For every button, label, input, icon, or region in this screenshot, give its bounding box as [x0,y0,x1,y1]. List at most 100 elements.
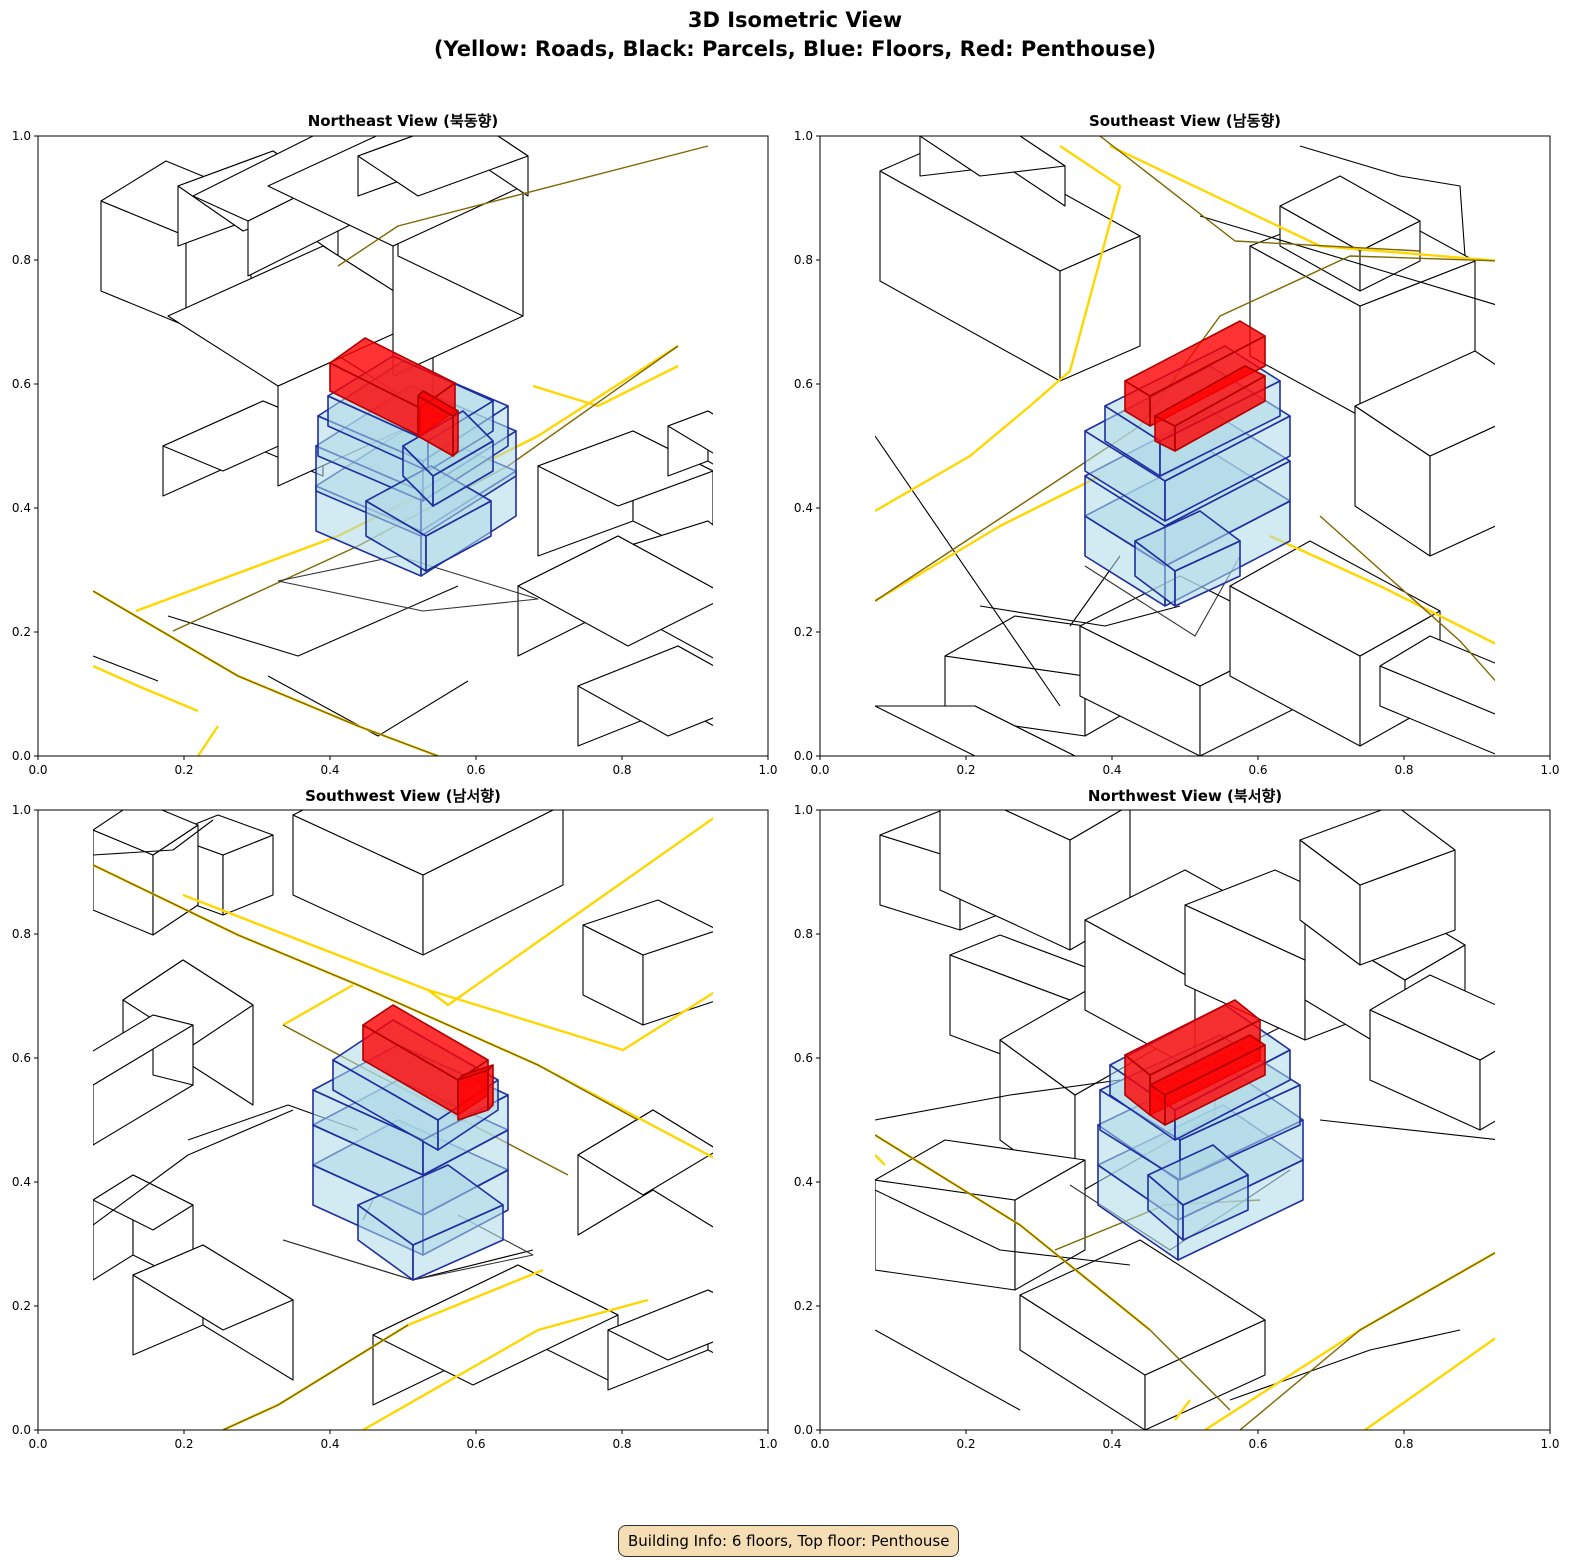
northwest-y-tick-label-2: 0.4 [794,1175,813,1189]
northeast-parcel-block-9-face-b [707,410,713,465]
northeast-parcel-block-6-roof [357,136,529,197]
southwest-penthouse-1-roof [457,1064,494,1081]
northwest-y-tick-label-5: 1.0 [794,803,813,817]
southeast-scene [875,136,1550,756]
southwest-road-edge-0 [93,864,639,1121]
southwest-scene [93,810,713,1430]
northeast-y-tick-label-2: 0.4 [12,501,31,515]
southwest-y-tick-label-1: 0.2 [12,1299,31,1313]
southwest-y-tick-label-3: 0.6 [12,1051,31,1065]
panel-title-southeast: Southeast View (남동향) [1088,112,1282,130]
northwest-y-tick-label-1: 0.2 [794,1299,813,1313]
northwest-penthouse-0-roof [1124,999,1261,1076]
northeast-parcel-block-10-roof [517,535,713,647]
southwest-parcel-block-2-roof [93,810,199,856]
southwest-y-tick-label-4: 0.8 [12,927,31,941]
northeast-road-1 [93,664,199,713]
southwest-road-1 [182,893,713,1052]
southeast-road-2 [875,474,1101,603]
southeast-parcel-line-4 [1299,145,1466,257]
southeast-x-tick-label-0: 0.0 [810,763,829,777]
northwest-y-tick-label-3: 0.6 [794,1051,813,1065]
northwest-x-tick-label-4: 0.8 [1394,1437,1413,1451]
southeast-parcel-block-4-roof [1354,350,1495,457]
southwest-parcel-block-6-roof [132,1244,294,1331]
southwest-x-tick-label-2: 0.4 [320,1437,339,1451]
northwest-x-tick-label-2: 0.4 [1102,1437,1121,1451]
southwest-parcel-block-1-roof [292,810,555,876]
figure-title-line1: 3D Isometric View [687,8,903,32]
northeast-y-tick-label-4: 0.8 [12,253,31,267]
panel-title-northeast: Northeast View (북동향) [307,112,499,130]
northwest-axes-frame [819,809,1551,1431]
northwest-parcel-block-7-roof [1299,810,1456,886]
northeast-road-edge-0 [93,590,439,756]
southwest-y-tick-label-0: 0.0 [12,1423,31,1437]
northwest-road-4 [1174,1399,1191,1421]
northeast-penthouse-0-roof [329,337,456,409]
southwest-parcel-block-4-roof [93,1014,194,1086]
figure-title-line2: (Yellow: Roads, Black: Parcels, Blue: Fl… [433,37,1157,61]
northeast-penthouse-1-roof [417,390,459,417]
northwest-y-tick-label-0: 0.0 [794,1423,813,1437]
southeast-y-tick-label-4: 0.8 [794,253,813,267]
building-info-box: Building Info: 6 floors, Top floor: Pent… [618,1525,960,1557]
southeast-x-tick-label-5: 1.0 [1540,763,1559,777]
southwest-road-2 [282,983,354,1027]
northeast-x-tick-label-3: 0.6 [466,763,485,777]
northeast-x-tick-label-5: 1.0 [758,763,777,777]
southwest-y-tick-label-5: 1.0 [12,803,31,817]
northeast-road-3 [532,364,679,408]
northwest-parcel-block-1-roof [1003,810,1123,841]
southwest-penthouse-1-face-b [487,1064,494,1111]
southeast-floor-4-roof [1134,510,1241,572]
southwest-parcel-block-7-roof [372,1264,619,1386]
northeast-axes-frame [37,135,769,757]
southwest-parcel-block-5-roof [93,1174,194,1231]
northwest-x-tick-label-5: 1.0 [1540,1437,1559,1451]
figure-title: 3D Isometric View (Yellow: Roads, Black:… [0,6,1590,64]
southeast-parcel-block-8-face-a [1379,665,1495,755]
northwest-road-edge-0 [875,1134,1231,1411]
southeast-y-tick-label-2: 0.4 [794,501,813,515]
southwest-parcel-line-3 [93,1109,294,1226]
northeast-x-tick-label-2: 0.4 [320,763,339,777]
southwest-x-tick-label-5: 1.0 [758,1437,777,1451]
northeast-penthouse-1-face-b [452,410,459,457]
southeast-parcel-block-9-roof [875,705,1077,756]
southwest-x-tick-label-4: 0.8 [612,1437,631,1451]
northwest-parcel-block-8-face-b [1479,1050,1495,1131]
southeast-road-edge-2 [1319,515,1495,682]
southeast-parcel-line-3 [1199,215,1495,306]
panel-title-southwest: Southwest View (남서향) [305,787,501,805]
northwest-scene [875,810,1495,1430]
southeast-road-0 [875,145,1122,513]
southeast-axes-frame [819,135,1551,757]
southeast-y-tick-label-5: 1.0 [794,129,813,143]
southwest-axes-frame [37,809,769,1431]
southeast-parcel-line-1 [979,605,1181,627]
southwest-penthouse-0-roof [362,1004,489,1081]
southwest-floor-4-roof [357,1164,504,1246]
southeast-y-tick-label-1: 0.2 [794,625,813,639]
southwest-road-edge-2 [222,1324,409,1430]
southeast-parcel-block-8-face-b [1500,686,1550,756]
southwest-parcel-block-1-face-b [422,810,564,956]
southwest-road-5 [362,1298,649,1430]
northwest-parcel-block-8-roof [1369,974,1495,1061]
southwest-parcel-block-9-face-b [707,1289,713,1354]
southeast-parcel-block-7-roof [1229,540,1441,657]
southwest-x-tick-label-0: 0.0 [28,1437,47,1451]
northeast-site-footprint [277,555,539,612]
southwest-parcel-block-10-roof [582,899,713,956]
northeast-parcel-block-11-roof [577,645,713,737]
northwest-parcel-line-3 [1319,1119,1495,1140]
northwest-floor-4-roof [1147,1144,1249,1206]
southwest-x-tick-label-3: 0.6 [466,1437,485,1451]
northeast-y-tick-label-0: 0.0 [12,749,31,763]
southwest-y-tick-label-2: 0.4 [12,1175,31,1189]
southeast-x-tick-label-3: 0.6 [1248,763,1267,777]
